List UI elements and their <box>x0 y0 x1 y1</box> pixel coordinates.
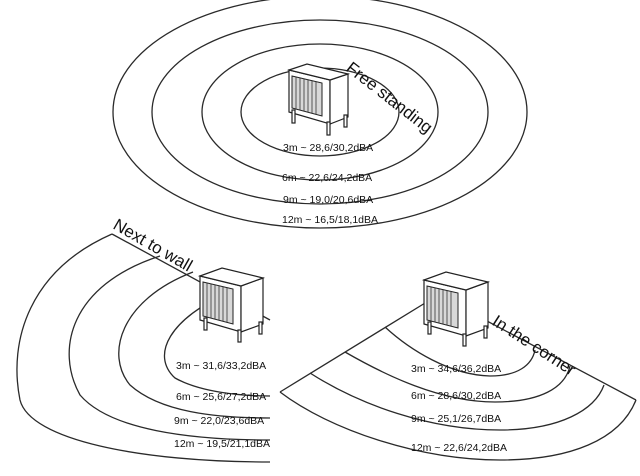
in-the-corner-group: In the corner 3m ~ 34,6/36,2dBA 6m ~ 28,… <box>279 271 637 461</box>
next-to-wall-ring-9m <box>68 255 271 441</box>
free-standing-level-12m: 12m ~ 16,5/18,1dBA <box>282 214 378 226</box>
next-to-wall-group: Next to wall 3m ~ 31,6/33,2dBA 6m ~ 25,6… <box>16 215 271 463</box>
next-to-wall-title: Next to wall <box>110 215 196 275</box>
next-to-wall-level-3m: 3m ~ 31,6/33,2dBA <box>176 360 266 372</box>
in-the-corner-level-3m: 3m ~ 34,6/36,2dBA <box>411 363 501 375</box>
free-standing-title: Free standing <box>343 58 437 137</box>
in-the-corner-level-12m: 12m ~ 22,6/24,2dBA <box>411 442 507 454</box>
next-to-wall-ring-6m <box>118 271 271 419</box>
in-the-corner-heat-pump-unit <box>421 271 491 347</box>
free-standing-level-6m: 6m ~ 22,6/24,2dBA <box>282 172 372 184</box>
next-to-wall-level-12m: 12m ~ 19,5/21,1dBA <box>174 438 270 450</box>
free-standing-heat-pump-unit <box>286 63 351 136</box>
in-the-corner-wall-right <box>469 311 637 401</box>
in-the-corner-level-9m: 9m ~ 25,1/26,7dBA <box>411 413 501 425</box>
free-standing-level-3m: 3m ~ 28,6/30,2dBA <box>283 142 373 154</box>
next-to-wall-ring-12m <box>16 233 271 463</box>
next-to-wall-level-9m: 9m ~ 22,0/23,6dBA <box>174 415 264 427</box>
in-the-corner-ring-3m <box>384 326 536 377</box>
free-standing-ring-9m <box>151 19 489 205</box>
next-to-wall-level-6m: 6m ~ 25,6/27,2dBA <box>176 391 266 403</box>
in-the-corner-title: In the corner <box>489 311 580 379</box>
in-the-corner-wall-left <box>279 299 431 393</box>
in-the-corner-level-6m: 6m ~ 28,6/30,2dBA <box>411 390 501 402</box>
in-the-corner-ring-9m <box>309 372 605 431</box>
free-standing-ring-12m <box>112 0 528 229</box>
next-to-wall-heat-pump-unit <box>197 267 266 343</box>
free-standing-ring-6m <box>201 43 439 181</box>
in-the-corner-ring-6m <box>344 351 571 403</box>
free-standing-level-9m: 9m ~ 19,0/20,6dBA <box>283 194 373 206</box>
free-standing-group: Free standing 3m ~ 28,6/30,2dBA 6m ~ 22,… <box>112 0 528 229</box>
next-to-wall-ring-3m <box>163 291 271 397</box>
in-the-corner-ring-12m <box>279 391 637 461</box>
